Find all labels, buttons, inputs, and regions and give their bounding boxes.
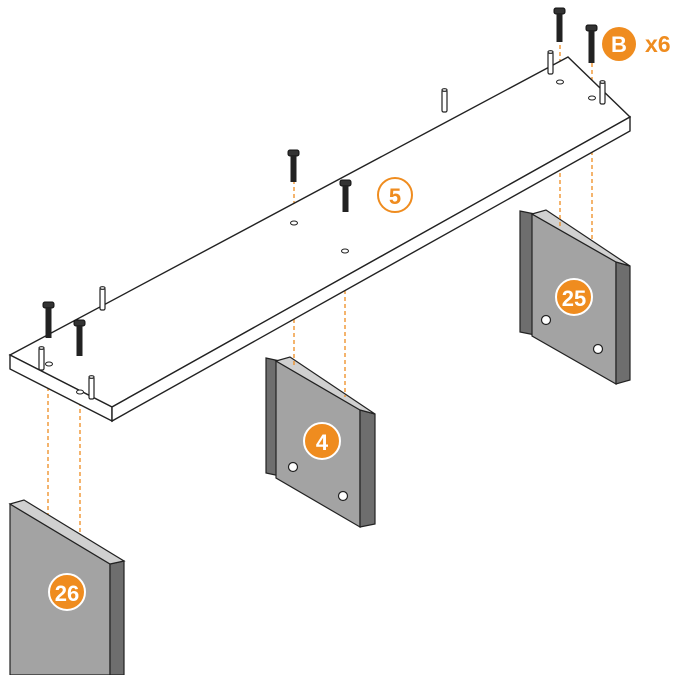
callout-board-5: 5 [377,177,413,213]
screws [42,7,598,356]
part-number-26: 26 [55,581,79,606]
fastener-letter: B [611,32,627,57]
screw [339,179,352,212]
part-number-4: 4 [316,430,329,455]
fastener-label: B x6 [602,27,671,61]
screw [287,149,300,182]
panel-25 [519,209,631,386]
screw [42,301,55,338]
dowels [38,50,606,400]
callout-panel-25: 25 [555,278,593,316]
fastener-quantity: x6 [645,31,671,57]
part-number-5: 5 [389,184,401,209]
part-number-25: 25 [562,286,586,311]
board-5 [8,56,632,423]
screw [553,7,566,42]
screw [73,319,86,356]
callout-panel-26: 26 [48,573,86,611]
callout-panel-4: 4 [303,422,341,460]
screw [585,24,598,63]
board-holes [45,79,596,395]
